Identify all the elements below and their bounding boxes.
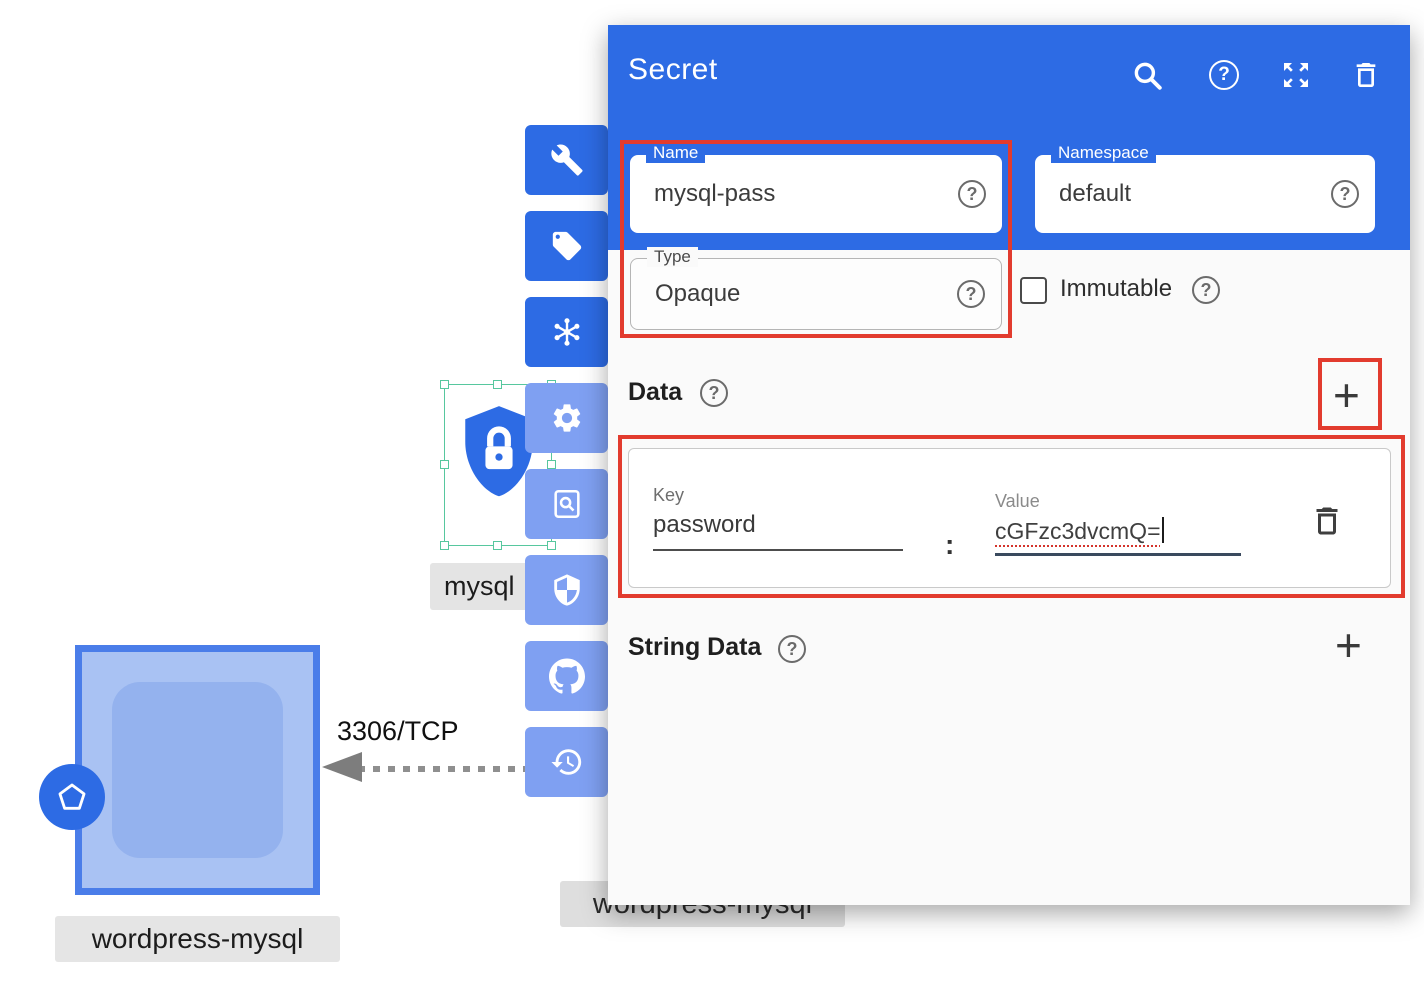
edge-dotted-line[interactable] [358,766,526,772]
hub-icon [554,318,579,346]
wrench-icon [550,144,583,176]
pod-node-label: wordpress-mysql [55,916,340,962]
search-icon [1134,62,1162,90]
toolbar-button-preview[interactable] [525,469,608,539]
key-input[interactable]: password [653,511,903,551]
type-field-value[interactable]: Opaque [655,280,741,307]
string-data-help-icon[interactable]: ? [778,635,806,663]
namespace-help-icon[interactable]: ? [1331,180,1359,208]
dialog-title: Secret [628,53,718,86]
immutable-checkbox[interactable] [1020,277,1047,304]
name-field-value[interactable]: mysql-pass [654,180,776,207]
selection-handle[interactable] [440,541,449,550]
help-button[interactable]: ? [1204,55,1244,95]
namespace-field-label: Namespace [1051,143,1156,163]
gear-icon [553,404,580,432]
name-help-icon[interactable]: ? [958,180,986,208]
data-help-icon[interactable]: ? [700,379,728,407]
value-input-label: Value [995,491,1040,511]
trash-icon [1356,63,1376,87]
secret-dialog: Secret ? Name mysql-pass ? Namespace def… [608,25,1410,905]
toolbar-button-github[interactable] [525,641,608,711]
value-text: cGFzc3dvcmQ= [995,518,1161,544]
toolbar-button-settings[interactable] [525,383,608,453]
github-icon [548,658,585,694]
delete-data-row-button[interactable] [1309,503,1345,544]
text-cursor [1161,517,1165,543]
toolbar-button-security[interactable] [525,555,608,625]
name-field[interactable]: Name mysql-pass ? [630,143,1002,233]
pod-badge[interactable] [39,764,105,830]
wordpress-mysql-node[interactable] [75,645,320,895]
namespace-field[interactable]: Namespace default ? [1035,143,1375,233]
selection-handle[interactable] [440,460,449,469]
key-value-separator: : [945,529,955,560]
data-row: Key password : Value cGFzc3dvcmQ= [628,448,1391,588]
toolbar-button-history[interactable] [525,727,608,797]
data-section-heading: Data [628,378,683,406]
delete-resource-button[interactable] [1346,55,1386,95]
selection-box [440,380,556,550]
shield-lock-icon [465,406,533,497]
fullscreen-icon [1284,63,1308,87]
selection-handle[interactable] [493,380,502,389]
selection-handle[interactable] [547,541,556,550]
selection-handle[interactable] [493,541,502,550]
key-input-label: Key [653,485,685,505]
toolbar-button-wrench[interactable] [525,125,608,195]
shield-icon [553,574,580,606]
immutable-help-icon[interactable]: ? [1192,276,1220,304]
add-string-data-row-button[interactable]: + [1335,619,1362,671]
immutable-label: Immutable [1060,275,1173,302]
trash-icon [1316,507,1338,535]
pod-inner-shape [112,682,283,858]
toolbar-button-hub[interactable] [525,297,608,367]
string-data-section-heading: String Data [628,633,762,661]
namespace-field-value[interactable]: default [1059,180,1132,207]
type-field[interactable]: Type Opaque ? [630,247,1002,330]
type-field-label: Type [647,247,698,267]
tag-icon [552,231,581,261]
edge-arrowhead-icon [322,752,362,782]
secret-node[interactable] [455,398,543,513]
preview-icon [553,489,580,519]
selection-handle[interactable] [440,380,449,389]
history-icon [550,749,581,775]
edge-port-label: 3306/TCP [337,716,459,746]
search-button[interactable] [1127,55,1167,95]
add-data-row-button[interactable]: + [1333,369,1360,421]
fullscreen-button[interactable] [1276,55,1316,95]
selection-handle[interactable] [547,460,556,469]
type-help-icon[interactable]: ? [957,280,985,308]
help-icon: ? [1209,60,1239,90]
name-field-label: Name [646,143,706,163]
toolbar-button-tag[interactable] [525,211,608,281]
pentagon-icon [58,783,86,810]
value-input[interactable]: cGFzc3dvcmQ= [995,517,1241,556]
